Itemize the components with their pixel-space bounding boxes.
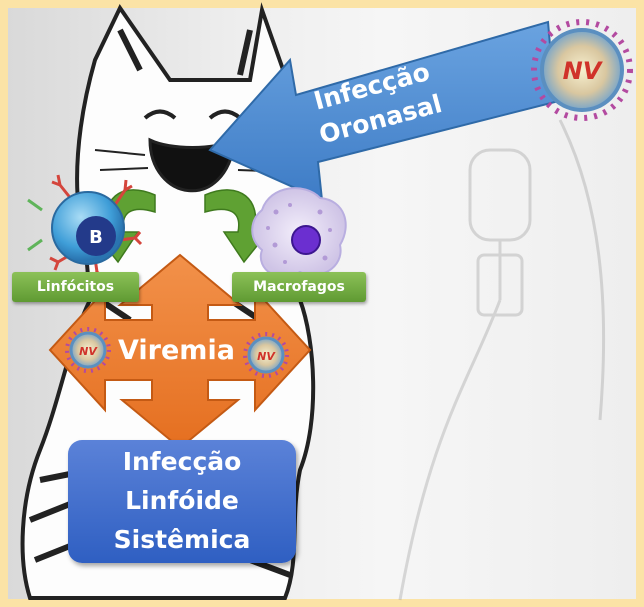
b-cell-letter: B — [89, 227, 103, 248]
macrophages-label-box: Macrofagos — [232, 272, 366, 302]
iv-drip-sketch — [398, 119, 606, 601]
macrophage-illustration — [251, 187, 347, 278]
virus-particle-right-icon: NV — [243, 332, 289, 378]
lymphocytes-label-box: Linfócitos — [12, 272, 139, 302]
virus-particle-left-icon: NV — [65, 327, 111, 373]
svg-text:NV: NV — [79, 345, 98, 358]
systemic-lymphoid-infection-box: Infecção Linfóide Sistêmica — [68, 440, 296, 563]
oronasal-arrow — [208, 20, 557, 202]
virus-particle-large-icon: NV — [531, 19, 633, 121]
b-cell-illustration: B — [27, 174, 143, 279]
viremia-label: Viremia — [118, 335, 235, 366]
svg-text:NV: NV — [563, 57, 604, 85]
svg-text:NV: NV — [257, 350, 276, 363]
